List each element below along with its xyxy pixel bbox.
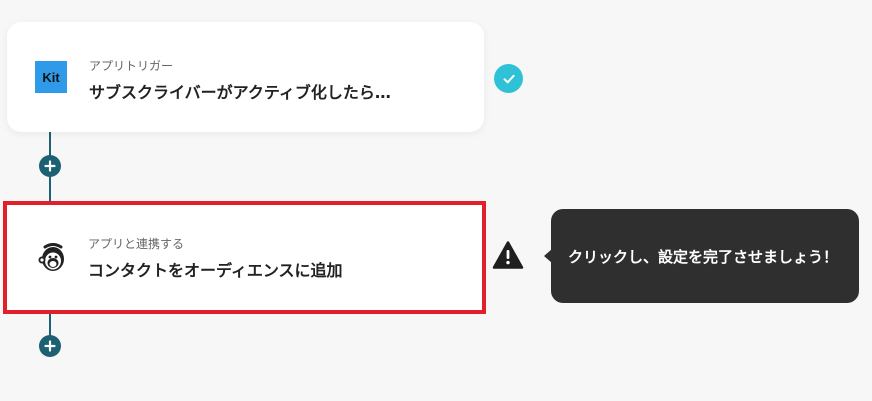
plus-icon	[44, 160, 56, 172]
flow-connector-bottom	[49, 314, 51, 344]
kit-logo: Kit	[35, 61, 67, 93]
setup-hint-tooltip: クリックし、設定を完了させましょう！	[544, 209, 859, 303]
trigger-kicker: アプリトリガー	[89, 59, 174, 73]
action-title: コンタクトをオーディエンスに追加	[88, 261, 343, 280]
check-circle-icon	[494, 64, 523, 93]
action-kicker: アプリと連携する	[88, 237, 185, 251]
trigger-title: サブスクライバーがアクティブ化したら…	[89, 83, 391, 102]
warning-icon	[492, 240, 524, 270]
mailchimp-logo	[36, 241, 70, 275]
add-step-button[interactable]	[39, 155, 61, 177]
trigger-step-card[interactable]: Kit アプリトリガー サブスクライバーがアクティブ化したら…	[7, 22, 484, 132]
add-step-button-bottom[interactable]	[39, 335, 61, 357]
plus-icon	[44, 340, 56, 352]
tooltip-text: クリックし、設定を完了させましょう！	[567, 247, 838, 266]
action-step-card[interactable]: アプリと連携する コンタクトをオーディエンスに追加	[3, 201, 486, 314]
kit-logo-text: Kit	[42, 70, 60, 85]
